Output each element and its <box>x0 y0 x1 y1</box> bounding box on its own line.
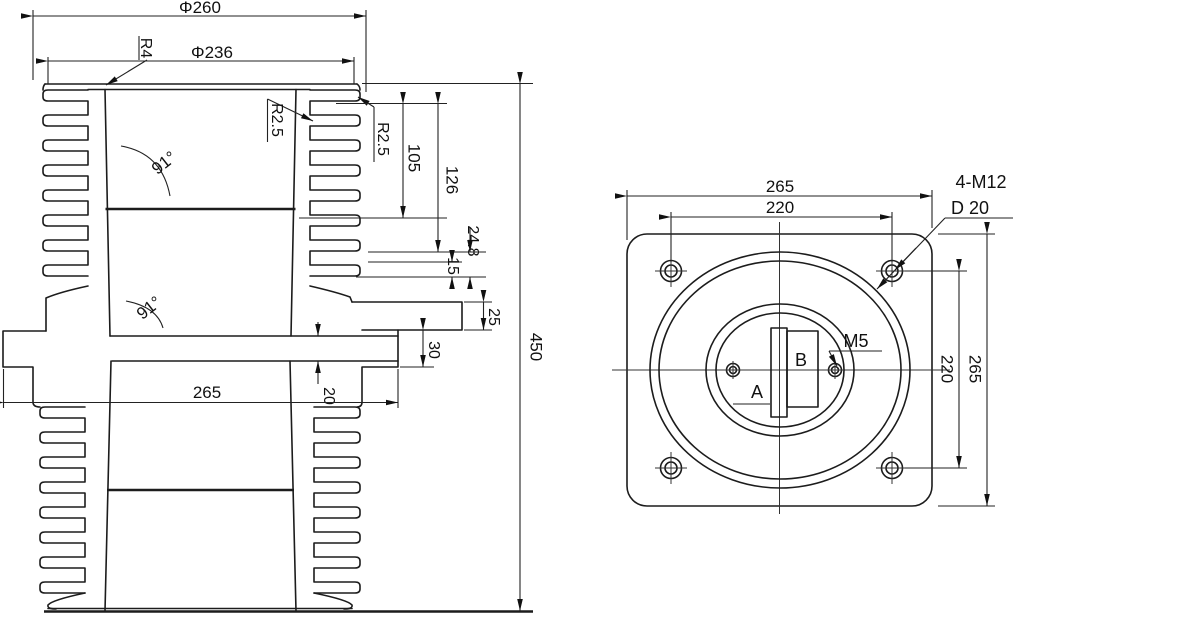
dim-450-label: 450 <box>527 333 546 361</box>
dim-450: 450 <box>362 72 546 611</box>
dim-phi236-label: Φ236 <box>191 43 233 62</box>
dim-30-label: 30 <box>425 341 442 359</box>
dim-m5: M5 <box>828 331 882 367</box>
dim-265-top: 265 <box>615 177 933 240</box>
dim-r25-valley-label: R2.5 <box>268 103 285 137</box>
m5-screw <box>724 361 742 379</box>
side-view: Φ260 Φ236 R4 R2.5 R2.5 91° 91° <box>0 0 546 613</box>
side-view-outline <box>2 83 533 613</box>
bolt-hole <box>876 452 908 484</box>
dim-d20-label: D 20 <box>951 198 989 218</box>
angle-upper-label: 91° <box>148 148 180 179</box>
dim-phi260-label: Φ260 <box>179 0 221 17</box>
m5-screw <box>826 361 844 379</box>
m5-screws <box>724 361 844 379</box>
dim-15: 15 <box>444 250 461 289</box>
angle-arc-upper <box>120 145 171 197</box>
dim-265-right: 265 <box>938 222 995 507</box>
dim-bolt-holes-label: 4-M12 <box>955 172 1006 192</box>
dim-15-label: 15 <box>444 257 461 275</box>
dim-105: 105 <box>299 92 447 219</box>
dim-220-top-label: 220 <box>766 198 794 217</box>
dim-24-8: 24.8 <box>356 225 486 289</box>
shed-fins-upper-left <box>42 89 89 277</box>
dim-r25-tip: R2.5 <box>357 96 391 162</box>
shed-fins-lower-right <box>313 406 361 594</box>
terminal-b-label: B <box>795 350 807 370</box>
angle-lower-label: 91° <box>133 293 165 324</box>
dim-265-top-label: 265 <box>766 177 794 196</box>
dim-bolt-callout: 4-M12 D 20 <box>876 172 1013 290</box>
dim-220-right-label: 220 <box>938 355 957 383</box>
dim-r4: R4 <box>105 36 154 86</box>
dim-20: 20 <box>315 322 337 405</box>
bolt-hole <box>655 452 687 484</box>
dim-265-side: 265 <box>0 369 399 408</box>
dim-105-label: 105 <box>405 144 424 172</box>
dim-r25-tip-label: R2.5 <box>374 122 391 156</box>
dim-265-side-label: 265 <box>193 383 221 402</box>
dim-25-label: 25 <box>485 308 502 326</box>
dim-25: 25 <box>464 290 502 331</box>
dim-r25-valley: R2.5 <box>266 98 314 142</box>
dim-126: 126 <box>435 92 462 252</box>
terminal-block <box>770 327 819 418</box>
plan-view: A B M5 265 220 4-M12 D 20 <box>612 172 1013 514</box>
dim-r4-label: R4 <box>137 38 154 59</box>
terminal-a-label: A <box>751 382 763 402</box>
dim-m5-label: M5 <box>843 331 868 351</box>
dim-24-8-label: 24.8 <box>464 225 481 256</box>
dim-126-label: 126 <box>443 166 462 194</box>
shed-fins-lower-left <box>39 406 86 594</box>
dim-220-right: 220 <box>905 259 967 469</box>
shed-fins-upper-right <box>309 89 361 277</box>
dim-220-top: 220 <box>659 198 893 262</box>
dim-phi236: Φ236 <box>36 43 355 84</box>
dim-265-right-label: 265 <box>966 355 985 383</box>
angle-arc-lower <box>125 300 164 329</box>
dim-phi260: Φ260 <box>21 0 367 92</box>
dim-30: 30 <box>400 318 442 368</box>
